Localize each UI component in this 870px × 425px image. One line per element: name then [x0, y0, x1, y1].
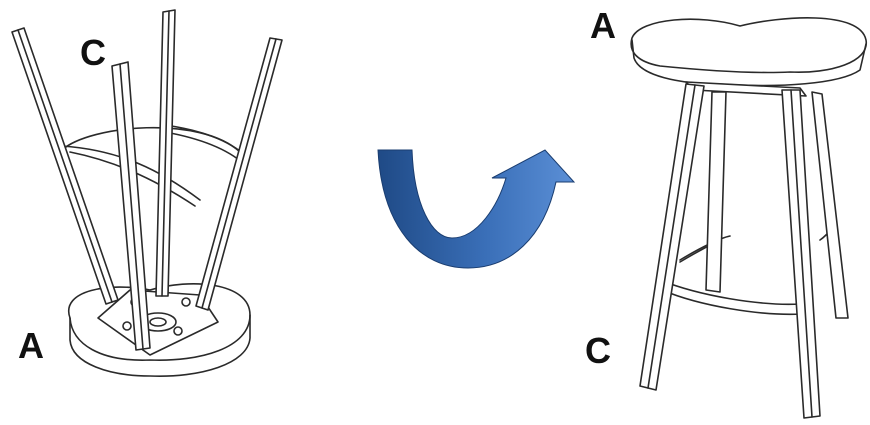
screw-4 — [173, 326, 183, 336]
label-a-left: A — [18, 325, 44, 366]
leg-ring-back — [61, 126, 241, 153]
footrest-front — [659, 279, 803, 316]
seat-edge — [69, 314, 251, 377]
u-turn-arrow-icon — [377, 149, 576, 269]
label-a-right: A — [590, 5, 616, 46]
center-hole-inner — [149, 317, 167, 327]
label-c-left: C — [80, 32, 106, 73]
stool-upside-down — [11, 9, 283, 377]
seat-cushion-top — [630, 17, 867, 74]
leg-back-center-shade — [161, 10, 170, 297]
screw-3 — [181, 297, 191, 307]
right-leg-back-right — [811, 91, 849, 319]
stool-upright — [630, 17, 867, 419]
leg-front-shade — [119, 63, 144, 350]
right-leg-front-right-shade — [790, 89, 813, 418]
label-c-right: C — [585, 330, 611, 371]
leg-far-right-shade — [201, 38, 277, 309]
screw-1 — [122, 321, 132, 331]
right-leg-back-left — [705, 91, 727, 293]
leg-ring-right — [164, 124, 249, 165]
right-leg-front-left-shade — [647, 84, 696, 389]
leg-far-left-shade — [17, 29, 113, 303]
